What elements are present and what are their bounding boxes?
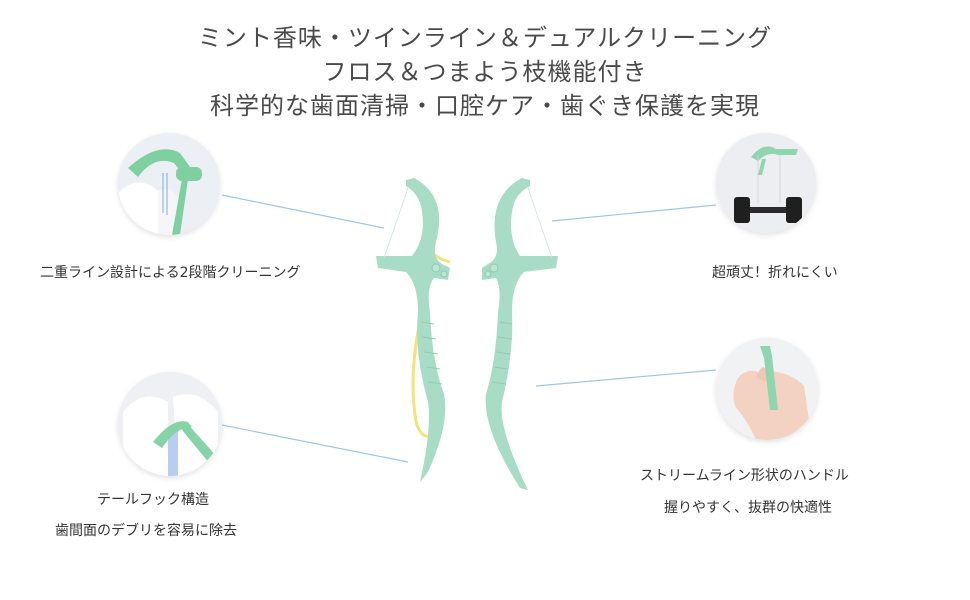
floss-pick-pair-illustration <box>376 178 558 490</box>
tail-hook-title-label: テールフック構造 <box>97 492 209 508</box>
sturdy-feature-label: 超頑丈！折れにくい <box>712 265 838 281</box>
tail-hook-description-label: 歯間面のデブリを容易に除去 <box>55 523 237 539</box>
headline-line-1: ミント香味・ツインライン＆デュアルクリーニング <box>197 24 773 52</box>
headline-line-2: フロス＆つまよう枝機能付き <box>322 58 648 86</box>
handle-description-label: 握りやすく、抜群の快適性 <box>664 500 832 516</box>
tail-hook-closeup-image <box>118 372 222 476</box>
headline-line-3: 科学的な歯面清掃・口腔ケア・歯ぐき保護を実現 <box>210 92 760 120</box>
double-line-feature-label: 二重ライン設計による2段階クリーニング <box>40 265 301 281</box>
sturdy-dumbbell-image <box>716 133 816 233</box>
handle-title-label: ストリームライン形状のハンドル <box>640 468 849 484</box>
hand-holding-image <box>716 338 818 440</box>
double-line-closeup-image <box>118 133 220 235</box>
